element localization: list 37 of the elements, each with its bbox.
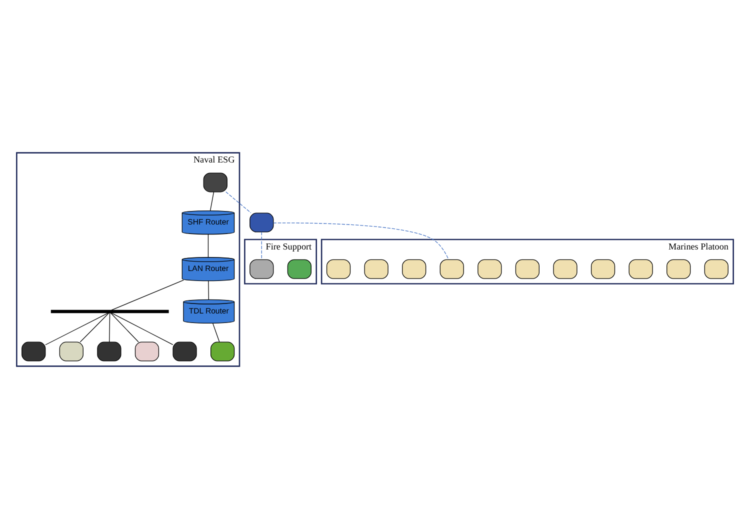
node-box: [287, 259, 312, 279]
connector: [273, 222, 449, 260]
node-box: [590, 259, 616, 279]
node-box: [250, 212, 274, 232]
node-box: [364, 259, 388, 279]
node-box: [97, 342, 122, 362]
node-box: [203, 172, 228, 192]
connector: [45, 312, 109, 346]
connector: [208, 234, 209, 258]
connector: [208, 280, 210, 300]
connector: [261, 232, 262, 260]
connector: [109, 312, 110, 342]
node-box: [440, 259, 464, 279]
node-box: [704, 259, 728, 279]
node-box: [326, 259, 351, 279]
cluster: Marines Platoon: [320, 238, 734, 284]
node-box: [478, 259, 502, 279]
connector: [110, 312, 174, 346]
node-box: [515, 259, 540, 279]
node-box: [134, 342, 160, 362]
connector: [210, 192, 214, 211]
node-box: [553, 259, 578, 279]
connector: [212, 323, 220, 342]
connector: [226, 192, 252, 214]
node-box: [628, 259, 653, 279]
connector: [111, 280, 184, 310]
node-bar: [50, 310, 169, 314]
node-box: [22, 342, 46, 362]
node-box: [210, 342, 235, 362]
connector: [110, 312, 139, 342]
node-box: [666, 259, 691, 279]
cluster: Fire Support: [244, 238, 318, 284]
node-box: [250, 259, 274, 279]
node-box: [172, 342, 197, 362]
connector: [80, 312, 110, 342]
node-box: [59, 342, 84, 362]
node-box: [402, 259, 426, 279]
